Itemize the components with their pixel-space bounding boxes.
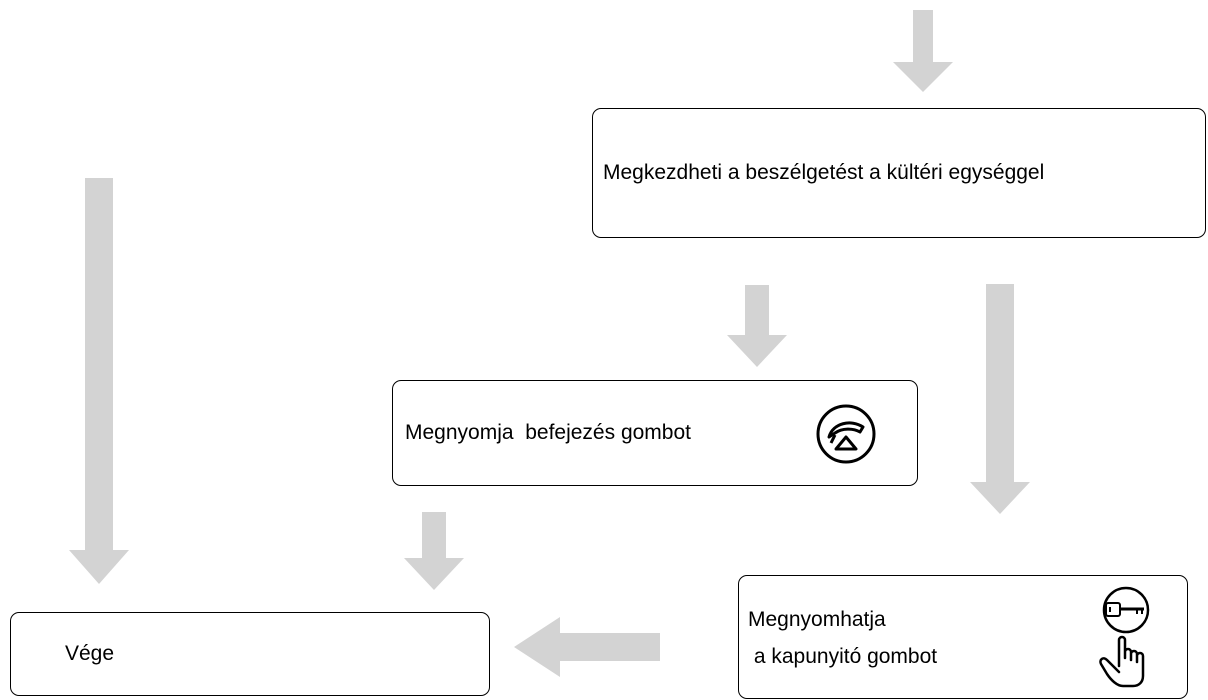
arrow-shape — [514, 617, 660, 677]
start-conversation-label: Megkezdheti a beszélgetést a kültéri egy… — [603, 161, 1045, 184]
arrow-shape — [727, 285, 787, 367]
arrow-down-from-end-button — [404, 512, 464, 590]
arrow-shape — [69, 178, 129, 584]
hang-up-handset-icon — [816, 404, 876, 464]
arrow-shape — [893, 10, 953, 92]
end-label: Vége — [65, 642, 115, 665]
end-box: Vége — [10, 612, 490, 696]
arrow-down-top — [893, 10, 953, 92]
arrow-down-to-gate-button — [970, 284, 1030, 514]
start-conversation-box: Megkezdheti a beszélgetést a kültéri egy… — [592, 108, 1206, 238]
arrow-down-to-end-button — [727, 285, 787, 367]
press-gate-button-label-line2: a kapunyitó gombot — [748, 645, 938, 668]
press-gate-button-box: Megnyomhatja a kapunyitó gombot — [738, 575, 1188, 699]
press-end-button-box: Megnyomja befejezés gombot — [392, 380, 918, 486]
arrow-shape — [404, 512, 464, 590]
arrow-down-left-long — [69, 178, 129, 584]
arrow-shape — [970, 284, 1030, 514]
press-end-button-label: Megnyomja befejezés gombot — [405, 421, 691, 444]
arrow-left-to-end — [514, 617, 660, 677]
press-gate-button-label-line1: Megnyomhatja — [748, 608, 886, 631]
key-press-hand-icon — [1099, 586, 1150, 688]
